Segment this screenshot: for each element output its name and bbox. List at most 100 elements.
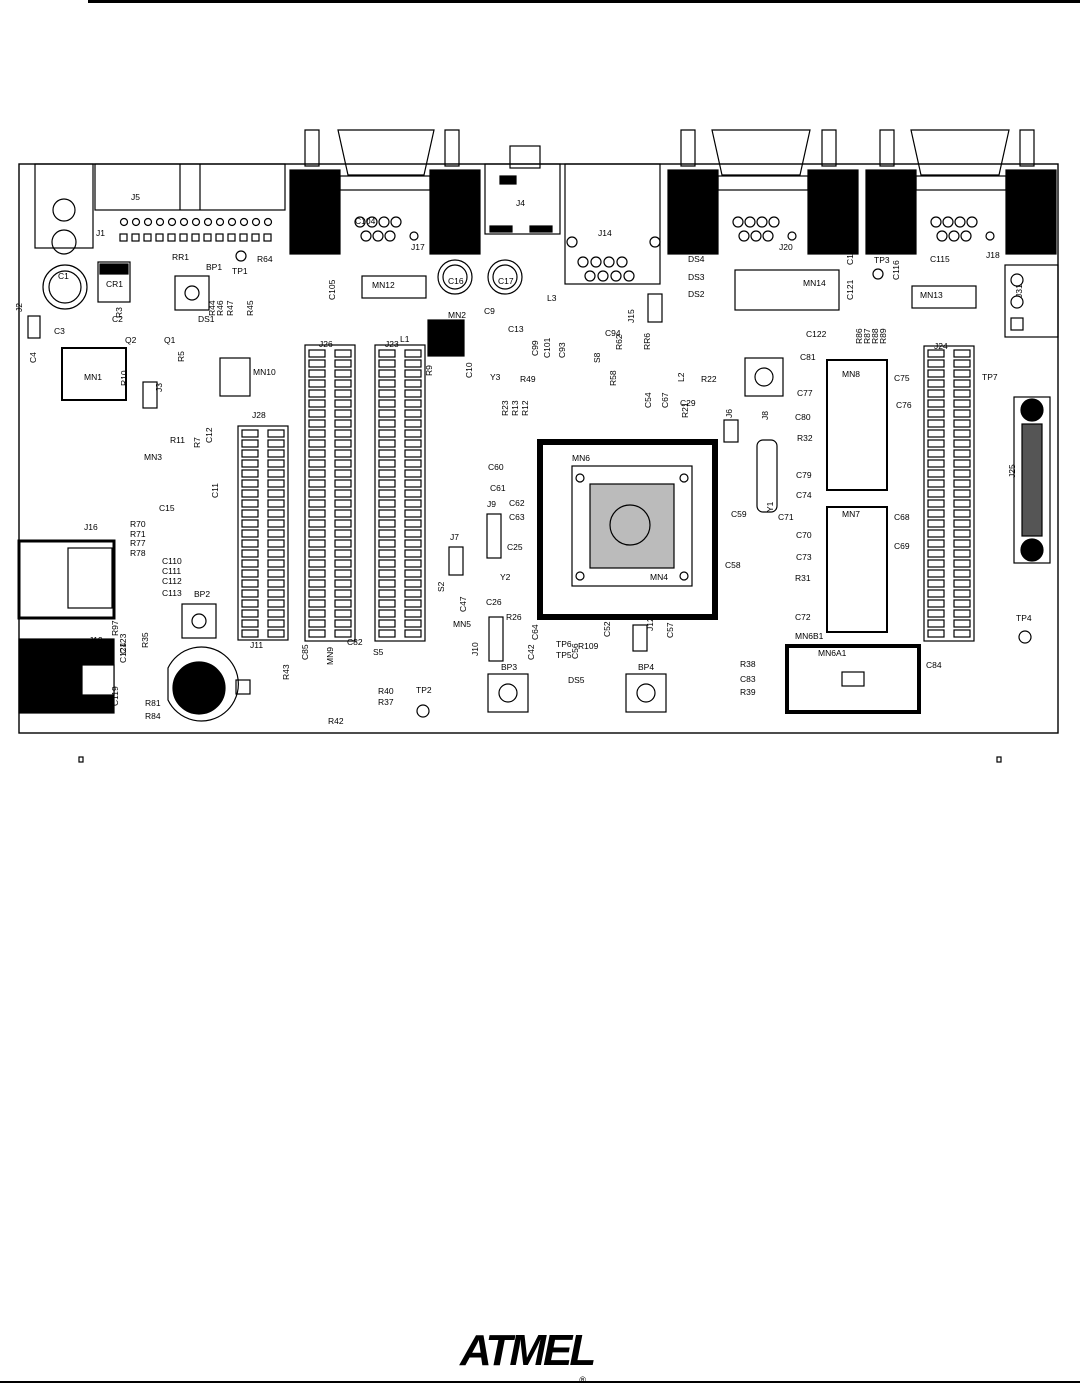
- component-label-r40: R40: [378, 686, 394, 696]
- header-pin: [404, 379, 422, 388]
- component-label-c121: C121: [845, 279, 855, 300]
- header-pin: [404, 499, 422, 508]
- component-label-c119: C119: [110, 686, 120, 706]
- header-pin: [241, 439, 259, 448]
- header-pin: [404, 389, 422, 398]
- component-label-r81: R81: [145, 698, 161, 708]
- component-label-mn8: MN8: [842, 369, 860, 379]
- header-pin: [267, 459, 285, 468]
- header-pin: [953, 479, 971, 488]
- header-pin: [334, 459, 352, 468]
- component-label-y3: Y3: [490, 372, 501, 382]
- cpu-mn6: [537, 439, 718, 620]
- header-pin: [404, 409, 422, 418]
- component-label-c110: C110: [162, 556, 182, 566]
- component-label-r45: R45: [245, 300, 255, 316]
- header-pin: [927, 439, 945, 448]
- ps2-connector-j19: [18, 638, 115, 714]
- header-pin: [404, 609, 422, 618]
- header-pin: [334, 629, 352, 638]
- terminal-block-j31: [1004, 264, 1059, 338]
- header-pin: [308, 429, 326, 438]
- component-label-r3: R3: [114, 307, 124, 318]
- header-pin: [334, 449, 352, 458]
- header-pin: [404, 619, 422, 628]
- header-pin: [404, 359, 422, 368]
- ic-mn14: [734, 269, 840, 311]
- header-pin: [927, 519, 945, 528]
- component-label-c2: C2: [112, 314, 123, 324]
- component-label-c56: C56: [570, 643, 580, 659]
- header-pin: [308, 439, 326, 448]
- component-label-c72: C72: [795, 612, 811, 622]
- header-pin: [378, 479, 396, 488]
- header-pin: [241, 579, 259, 588]
- component-label-r64: R64: [257, 254, 273, 264]
- component-label-j2: J2: [14, 303, 24, 312]
- pin-circle: [179, 217, 189, 227]
- component-label-c101: C101: [542, 337, 552, 358]
- pin-circle: [263, 217, 273, 227]
- component-label-c4: C4: [28, 352, 38, 363]
- pin-circle: [227, 217, 237, 227]
- component-label-r62: R62: [614, 334, 624, 350]
- header-pin: [267, 609, 285, 618]
- header-pin: [953, 489, 971, 498]
- header-pin: [927, 629, 945, 638]
- component-label-mn13: MN13: [920, 290, 943, 300]
- header-pin: [404, 469, 422, 478]
- header-pin: [927, 599, 945, 608]
- component-label-c81: C81: [800, 352, 816, 362]
- header-pin: [404, 509, 422, 518]
- component-label-rr1: RR1: [172, 252, 189, 262]
- header-pin: [241, 519, 259, 528]
- component-label-j15: J15: [626, 309, 636, 323]
- header-pin: [308, 379, 326, 388]
- header-pin: [378, 399, 396, 408]
- component-label-c26: C26: [486, 597, 502, 607]
- header-pin: [267, 599, 285, 608]
- header-pin: [927, 469, 945, 478]
- component-label-j31: J31: [1014, 284, 1024, 298]
- component-label-c76: C76: [896, 400, 912, 410]
- power-jack-j1: [34, 163, 94, 255]
- component-label-q2: Q2: [125, 335, 137, 345]
- jumper-j12: [632, 624, 648, 652]
- header-pin: [334, 569, 352, 578]
- test-points: [235, 250, 1032, 718]
- component-label-j19: J19: [89, 635, 103, 645]
- component-label-bp2: BP2: [194, 589, 210, 599]
- component-label-mn6b1: MN6B1: [795, 631, 824, 641]
- header-pin: [953, 469, 971, 478]
- component-label-ds3: DS3: [688, 272, 705, 282]
- header-pin: [953, 509, 971, 518]
- pin-circle: [119, 217, 129, 227]
- component-label-c13: C13: [508, 324, 524, 334]
- component-label-ds5: DS5: [568, 675, 585, 685]
- diode-cr1: [97, 261, 131, 303]
- header-pin: [334, 349, 352, 358]
- header-pin: [404, 399, 422, 408]
- component-label-c1: C1: [58, 271, 69, 281]
- pushbutton-bp4: [625, 673, 667, 713]
- component-label-l3: L3: [547, 293, 557, 303]
- header-pin: [378, 349, 396, 358]
- component-label-r10: R10: [119, 370, 129, 386]
- header-pin: [241, 549, 259, 558]
- header-pin: [241, 559, 259, 568]
- header-pin: [334, 399, 352, 408]
- component-label-c58: C58: [725, 560, 741, 570]
- header-j28: [237, 425, 289, 641]
- header-pin: [927, 409, 945, 418]
- header-pin: [927, 449, 945, 458]
- pin-square: [227, 233, 236, 242]
- header-pin: [308, 599, 326, 608]
- header-pin: [267, 449, 285, 458]
- component-label-j16: J16: [84, 522, 98, 532]
- component-label-ds1: DS1: [198, 314, 215, 324]
- header-pin: [953, 499, 971, 508]
- header-pin: [378, 469, 396, 478]
- header-pin: [927, 499, 945, 508]
- header-pin: [404, 579, 422, 588]
- header-pin: [404, 419, 422, 428]
